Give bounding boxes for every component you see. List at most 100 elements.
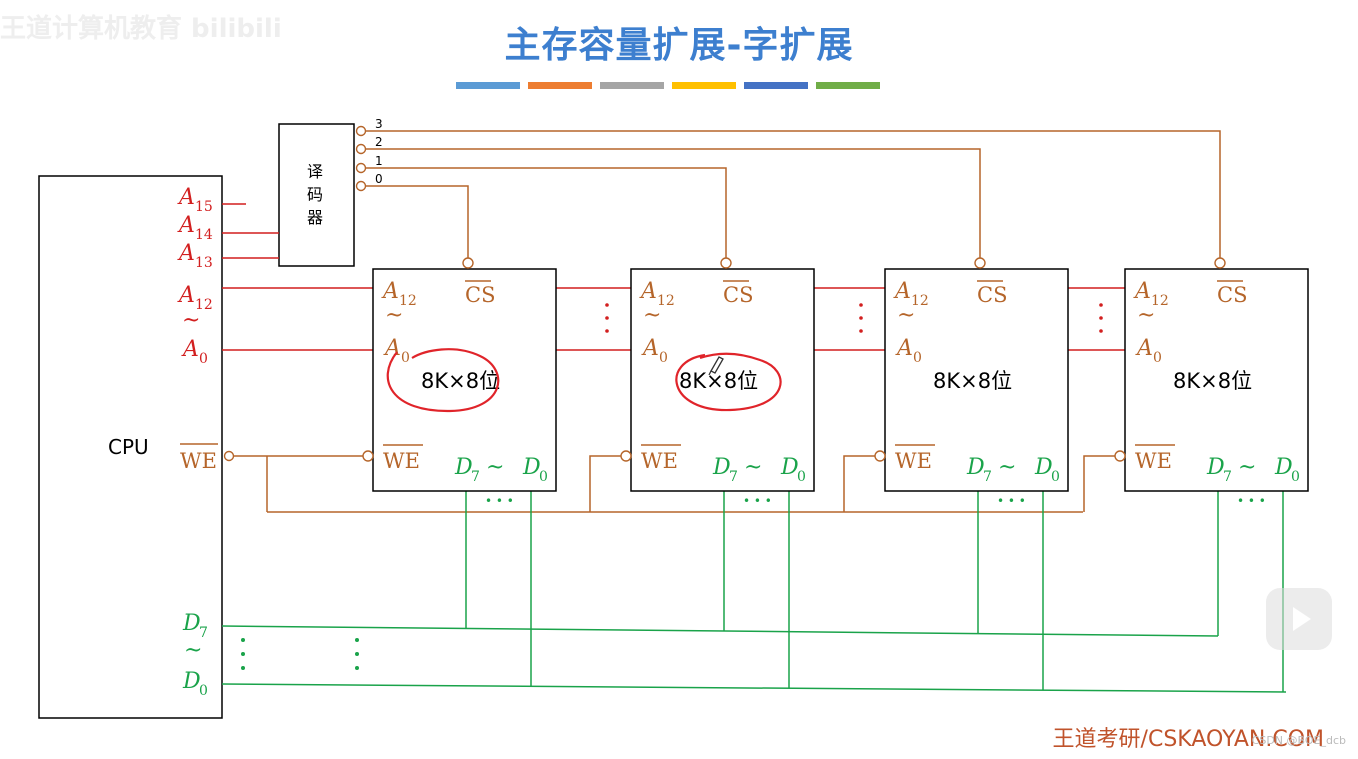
we-line-4	[1083, 455, 1116, 512]
we-bubble	[620, 450, 632, 462]
chip-a0-sub: 0	[913, 350, 922, 366]
svg-text:12: 12	[195, 297, 213, 313]
cs-wire-3	[366, 148, 981, 258]
decoder-output-label-0: 0	[375, 172, 383, 186]
cs-wire-4	[366, 130, 1221, 258]
svg-text:WE: WE	[180, 449, 217, 473]
svg-text:7: 7	[199, 625, 208, 641]
play-icon[interactable]	[1266, 588, 1332, 650]
we-bubble	[874, 450, 886, 462]
address-ellipsis-dot	[605, 329, 609, 333]
chip-data-ellipsis: • • •	[485, 494, 514, 508]
cpu-label: CPU	[108, 435, 149, 459]
chip-data-d0: D	[1274, 455, 1293, 480]
svg-text:D: D	[182, 611, 201, 636]
data-bus-d7	[221, 625, 1219, 637]
cpu-a0-label: A 0	[181, 337, 208, 367]
decoder-box	[278, 123, 355, 267]
annotation-marks	[386, 348, 782, 413]
svg-text:A: A	[177, 241, 195, 266]
cs-wire-2	[366, 167, 727, 258]
svg-text:A: A	[177, 185, 195, 210]
chip-data-d7-sub: 7	[471, 469, 480, 485]
address-ellipsis-dot	[859, 329, 863, 333]
decoder-output-bubble-2	[355, 143, 367, 155]
title-bar-6	[816, 82, 880, 89]
chip-a0-label: A	[1135, 336, 1153, 361]
chip-a0-label: A	[895, 336, 913, 361]
we-bubble	[1114, 450, 1126, 462]
chip-we-label: WE	[641, 449, 678, 473]
chip-address-tilde: ~	[897, 303, 915, 328]
title-bar-5	[744, 82, 808, 89]
chip-box	[1124, 268, 1309, 492]
pen-cursor-icon	[708, 356, 724, 376]
chip-a12-sub: 12	[911, 293, 929, 309]
chip-data-ellipsis: • • •	[743, 494, 772, 508]
cs-bubble	[974, 257, 986, 269]
chip-data-d7-sub: 7	[729, 469, 738, 485]
title-bar-3	[600, 82, 664, 89]
cpu-address-tilde: ~	[182, 308, 200, 333]
chip-a12-sub: 12	[399, 293, 417, 309]
chip-a12-sub: 12	[657, 293, 675, 309]
chip-box	[630, 268, 815, 492]
svg-text:0: 0	[199, 351, 208, 367]
chip-a12-label: A	[639, 279, 657, 304]
chip-data-tilde: ~	[998, 455, 1016, 480]
svg-text:0: 0	[199, 683, 208, 699]
address-ellipsis-dot	[605, 303, 609, 307]
cpu-we-label: WE	[180, 443, 218, 473]
chip-box	[884, 268, 1069, 492]
cpu-data-ellipsis	[241, 638, 359, 670]
chip-data-d0-sub: 0	[1291, 469, 1300, 485]
chip-address-tilde: ~	[1137, 303, 1155, 328]
chip-data-d0-sub: 0	[1051, 469, 1060, 485]
svg-text:14: 14	[195, 227, 213, 243]
chip-data-d7: D	[1206, 455, 1225, 480]
chip-data-d7-sub: 7	[983, 469, 992, 485]
chip-cs-label: CS	[1217, 283, 1247, 307]
chip-data-d0-sub: 0	[539, 469, 548, 485]
we-line-3	[843, 455, 876, 512]
chip-a0-sub: 0	[401, 350, 410, 366]
chip-capacity-label: 8K×8位	[421, 369, 500, 393]
chip-data-ellipsis: • • •	[1237, 494, 1266, 508]
chip-data-tilde: ~	[1238, 455, 1256, 480]
we-bubble	[362, 450, 374, 462]
chip-data-d0: D	[522, 455, 541, 480]
chip-we-label: WE	[895, 449, 932, 473]
chip-address-tilde: ~	[385, 303, 403, 328]
cpu-box	[38, 175, 223, 719]
chip-a0-sub: 0	[1153, 350, 1162, 366]
chip-capacity-label: 8K×8位	[1173, 369, 1252, 393]
cpu-a15-label: A 15	[177, 185, 213, 215]
svg-text:15: 15	[195, 199, 213, 215]
svg-text:A: A	[177, 283, 195, 308]
chip-cs-label: CS	[723, 283, 753, 307]
annotation-circle-1	[386, 348, 500, 413]
cs-bubble	[462, 257, 474, 269]
chip-a0-sub: 0	[659, 350, 668, 366]
csdn-watermark: CSDN @BOE_dcb	[1251, 734, 1346, 747]
chip-data-d7: D	[966, 455, 985, 480]
decoder-output-bubble-0	[355, 180, 367, 192]
chip-cs-label: CS	[977, 283, 1007, 307]
chip-data-d0: D	[780, 455, 799, 480]
we-line-2	[589, 455, 622, 512]
svg-text:D: D	[182, 669, 201, 694]
cpu-we-bubble	[223, 450, 235, 462]
title-bar-4	[672, 82, 736, 89]
decoder-output-label-2: 2	[375, 135, 383, 149]
chip-data-d0-sub: 0	[797, 469, 806, 485]
cs-bubble	[1214, 257, 1226, 269]
address-ellipsis-dot	[605, 316, 609, 320]
cpu-a13-label: A 13	[177, 241, 213, 271]
chip-a12-label: A	[893, 279, 911, 304]
address-ellipsis-dot	[1099, 316, 1103, 320]
chip-data-d7: D	[712, 455, 731, 480]
cs-bubble	[720, 257, 732, 269]
chip-capacity-label: 8K×8位	[933, 369, 1012, 393]
title-bar-1	[456, 82, 520, 89]
